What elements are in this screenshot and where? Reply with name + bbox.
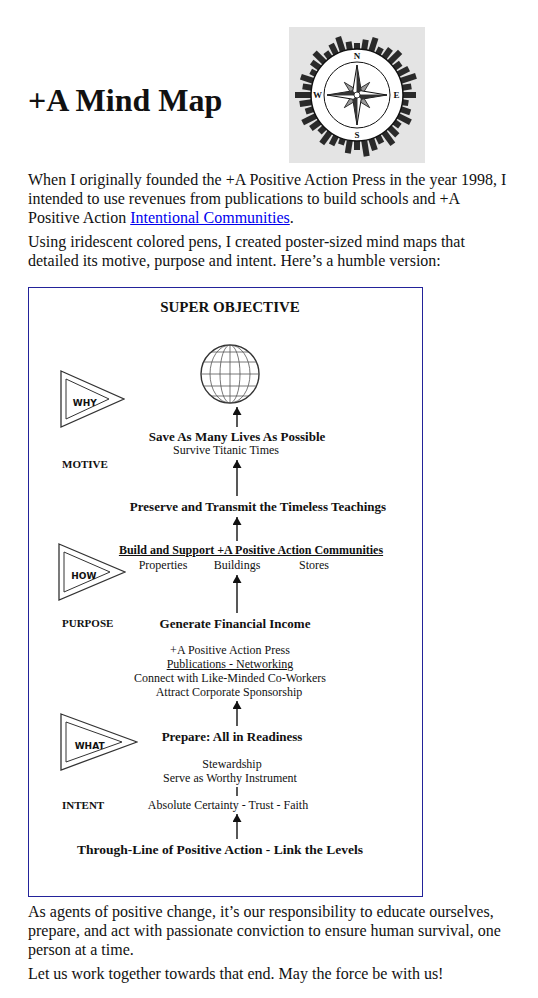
level-note: Properties <box>139 559 188 571</box>
triangle-label: WHAT <box>75 742 105 751</box>
level-note: Buildings <box>214 559 261 571</box>
level-triangle: WHY <box>60 370 125 428</box>
compass-letter: N <box>354 51 361 60</box>
level-note: Survive Titanic Times <box>173 444 279 456</box>
level-heading: Save As Many Lives As Possible <box>149 430 326 443</box>
level-heading: Generate Financial Income <box>160 617 311 630</box>
compass-letter: E <box>393 91 399 100</box>
level-note: Connect with Like-Minded Co-Workers <box>134 672 326 684</box>
side-label: PURPOSE <box>62 618 113 629</box>
side-label: MOTIVE <box>62 459 108 470</box>
paragraph-text: As agents of positive change, it’s our r… <box>28 902 514 959</box>
level-note: Serve as Worthy Instrument <box>163 772 297 784</box>
level-note: Absolute Certainty - Trust - Faith <box>148 799 308 811</box>
level-note: +A Positive Action Press <box>170 644 290 656</box>
page-title: +A Mind Map <box>28 84 222 116</box>
compass-letter: W <box>313 91 322 100</box>
level-note: Stores <box>299 559 329 571</box>
diagram-heading: SUPER OBJECTIVE <box>160 300 300 315</box>
level-heading: Build and Support +A Positive Action Com… <box>119 544 383 556</box>
paragraph-text: Using iridescent colored pens, I created… <box>28 232 514 270</box>
level-note: Publications - Networking <box>167 658 294 670</box>
globe-picture <box>200 345 260 403</box>
paragraph-text: . <box>290 209 294 226</box>
compass-picture <box>289 27 425 163</box>
city-skyline <box>295 36 417 157</box>
triangle-label: HOW <box>71 572 96 581</box>
paragraph-text: Let us work together towards that end. M… <box>28 964 514 983</box>
through-line: Through-Line of Positive Action - Link t… <box>77 843 363 857</box>
level-note: Attract Corporate Sponsorship <box>156 686 303 698</box>
paragraph: When I originally founded the +A Positiv… <box>28 170 514 227</box>
triangle-label: WHY <box>73 399 97 408</box>
level-note: Stewardship <box>202 758 261 770</box>
side-label: INTENT <box>62 800 104 811</box>
link-text: Intentional Communities <box>130 209 290 226</box>
level-heading: Preserve and Transmit the Timeless Teach… <box>130 500 386 513</box>
level-triangle: WHAT <box>60 713 138 771</box>
level-triangle: HOW <box>58 543 126 601</box>
diagram-frame: SUPER OBJECTIVE WHY HOW WHAT <box>28 287 423 897</box>
level-heading: Prepare: All in Readiness <box>162 730 303 743</box>
compass-letter: S <box>354 130 359 139</box>
